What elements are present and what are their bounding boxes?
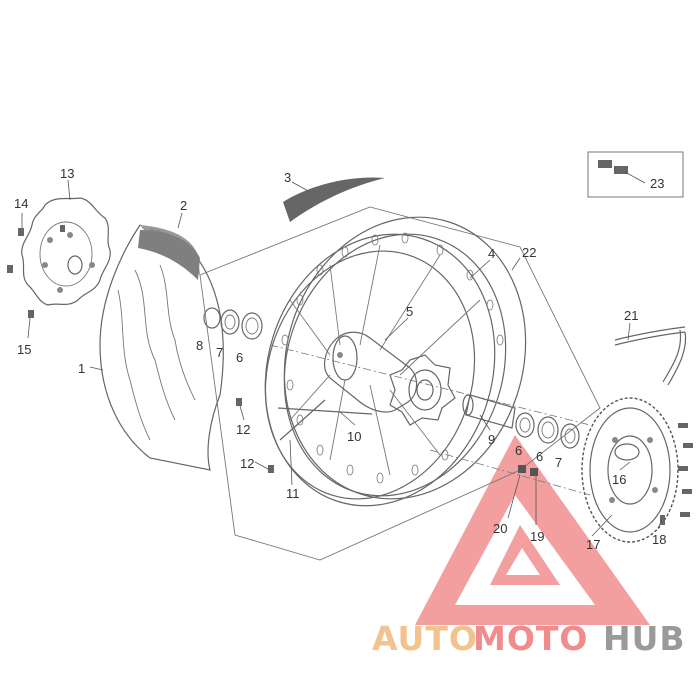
assembly-outline	[199, 206, 601, 561]
watermark-auto: AUTO	[372, 619, 478, 658]
sprocket-nuts	[518, 465, 538, 476]
tire	[99, 224, 224, 471]
callout-16: 16	[612, 472, 626, 487]
brake-disc	[21, 197, 111, 306]
callout-3: 3	[284, 170, 291, 185]
watermark-moto: MOTO	[473, 619, 588, 658]
callout-23: 23	[650, 176, 664, 191]
axle-spacer	[462, 394, 516, 429]
callout-7-left: 7	[216, 345, 223, 360]
callout-18: 18	[652, 532, 666, 547]
callout-2: 2	[180, 198, 187, 213]
sprocket-bolts	[660, 423, 693, 525]
callout-5: 5	[406, 304, 413, 319]
callout-12-upper: 12	[236, 422, 250, 437]
callout-6-right-b: 6	[536, 449, 543, 464]
callout-14: 14	[14, 196, 28, 211]
callout-22: 22	[522, 245, 536, 260]
rim-strip	[283, 177, 385, 222]
callout-7-right: 7	[555, 455, 562, 470]
callout-6-right-a: 6	[515, 443, 522, 458]
watermark-hub: HUB	[603, 619, 686, 658]
callout-4: 4	[488, 246, 495, 261]
callout-8: 8	[196, 338, 203, 353]
callout-17: 17	[586, 537, 600, 552]
callout-12-lower: 12	[240, 456, 254, 471]
left-bearings	[203, 307, 263, 340]
rear-sprocket	[581, 397, 679, 543]
watermark-wordmark: AUTO MOTO HUB	[372, 619, 686, 658]
callout-1: 1	[78, 361, 85, 376]
tire-tread-band	[138, 230, 200, 280]
wheel-hub	[323, 331, 456, 426]
master-link-inset	[587, 151, 684, 198]
axis-line	[269, 344, 591, 426]
drive-chain	[614, 326, 687, 386]
callout-10: 10	[347, 429, 361, 444]
watermark-logo	[415, 435, 650, 625]
wheel-rim	[264, 216, 527, 507]
callout-11: 11	[286, 486, 300, 501]
callout-labels: 1 2 3 4 5 6 6 6 7 7 8 9 10 11 12 12 13 1…	[14, 166, 666, 552]
callout-15: 15	[17, 342, 31, 357]
right-bearings	[515, 412, 580, 449]
callout-20: 20	[493, 521, 507, 536]
disc-bolts	[7, 225, 65, 318]
leader-lines	[21, 171, 663, 537]
callout-6-left: 6	[236, 350, 243, 365]
callout-13: 13	[60, 166, 74, 181]
callout-19: 19	[530, 529, 544, 544]
spoke-and-nipple	[236, 398, 373, 473]
callout-9: 9	[488, 432, 495, 447]
callout-21: 21	[624, 308, 638, 323]
